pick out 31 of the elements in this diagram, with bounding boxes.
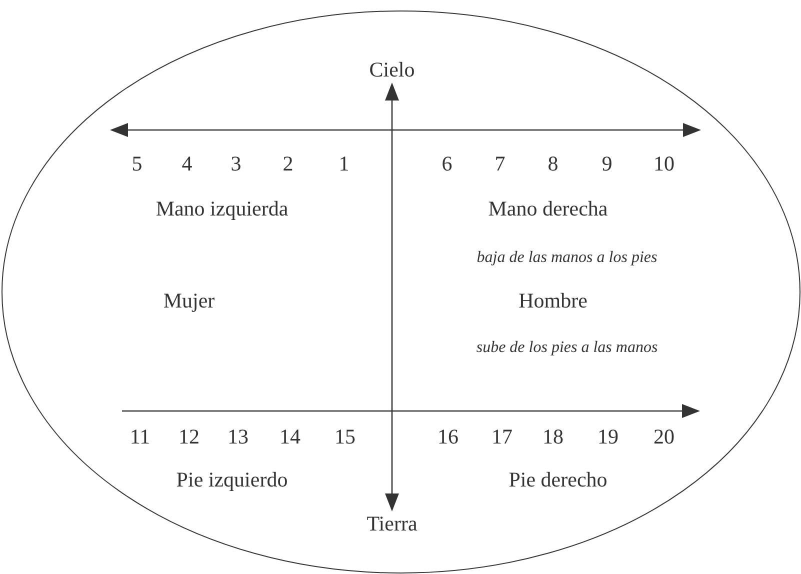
number: 12 — [178, 425, 200, 449]
number: 13 — [228, 425, 248, 449]
node-label: Tierra — [366, 512, 418, 536]
number: 14 — [280, 425, 300, 449]
number: 20 — [654, 425, 674, 449]
number: 18 — [542, 425, 564, 449]
number: 3 — [230, 152, 242, 176]
region-label: Mano izquierda — [156, 197, 288, 221]
region-label: Pie izquierdo — [176, 468, 288, 492]
region-label: Hombre — [518, 289, 588, 313]
number: 5 — [132, 152, 142, 176]
region-label: Mano derecha — [488, 197, 608, 221]
number: 1 — [338, 152, 350, 176]
number: 19 — [598, 425, 618, 449]
region-label: Mujer — [163, 289, 215, 313]
number: 17 — [492, 425, 512, 449]
number: 6 — [442, 152, 452, 176]
node-label: Cielo — [369, 58, 415, 82]
number: 2 — [282, 152, 294, 176]
number: 15 — [334, 425, 356, 449]
note: baja de las manos a los pies — [476, 249, 658, 267]
region-label: Pie derecho — [508, 468, 608, 492]
number: 8 — [548, 152, 558, 176]
number: 7 — [494, 152, 506, 176]
number: 9 — [602, 152, 612, 176]
arrow — [385, 82, 399, 512]
number: 10 — [654, 152, 674, 176]
number: 16 — [438, 425, 458, 449]
number: 11 — [130, 425, 150, 449]
number: 4 — [182, 152, 192, 176]
note: sube de los pies a las manos — [476, 339, 658, 357]
